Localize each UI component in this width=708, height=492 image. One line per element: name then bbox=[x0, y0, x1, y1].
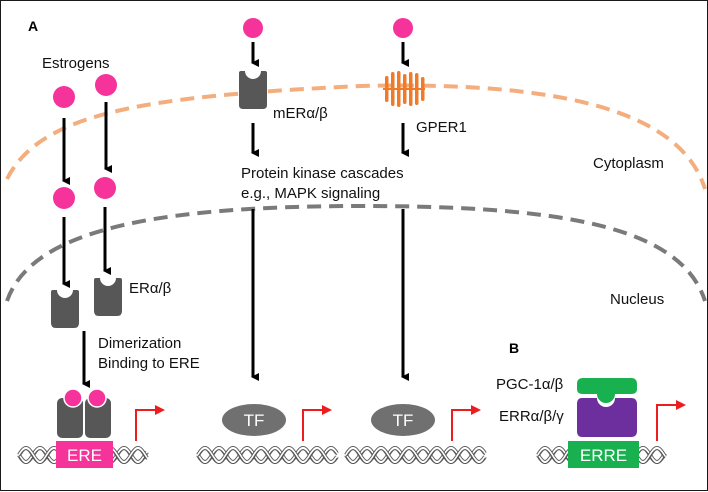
err-receptor-icon bbox=[577, 398, 637, 437]
transcription-start-arrow-icon bbox=[451, 405, 481, 441]
pgc1-coactivator-icon bbox=[577, 378, 637, 403]
panel-label-b: B bbox=[509, 340, 519, 356]
err-label: ERRα/β/γ bbox=[499, 408, 564, 425]
membrane-er-label: mERα/β bbox=[273, 105, 328, 122]
estrogen-molecule bbox=[53, 187, 75, 209]
transcription-factor bbox=[222, 404, 286, 436]
panel-label-a: A bbox=[28, 18, 38, 34]
nuclear-membrane bbox=[5, 203, 707, 302]
nucleus-label: Nucleus bbox=[610, 291, 664, 308]
gper1-receptor-icon bbox=[383, 71, 425, 107]
er-receptor-icon bbox=[94, 278, 122, 316]
tf-label: TF bbox=[244, 411, 265, 430]
pgc1-label: PGC-1α/β bbox=[496, 376, 564, 393]
dna-strand bbox=[345, 449, 486, 465]
membrane-er-receptor-icon bbox=[239, 71, 267, 109]
estrogen-molecule bbox=[94, 177, 116, 199]
mapk-signaling-label: e.g., MAPK signaling bbox=[241, 185, 380, 202]
er-receptor-icon bbox=[57, 398, 83, 438]
dimerization-label: Dimerization bbox=[98, 335, 181, 352]
binding-ere-label: Binding to ERE bbox=[98, 355, 200, 372]
estrogen-molecule bbox=[53, 86, 75, 108]
erre-label: ERRE bbox=[580, 446, 627, 465]
estrogen-molecule bbox=[95, 74, 117, 96]
erre-box bbox=[568, 441, 639, 468]
er-receptor-icon bbox=[85, 398, 111, 438]
dna-strand bbox=[345, 446, 486, 464]
gper1-label: GPER1 bbox=[416, 119, 467, 136]
estrogen-molecule bbox=[243, 18, 263, 38]
tf-label: TF bbox=[393, 411, 414, 430]
transcription-start-arrow-icon bbox=[135, 405, 165, 441]
ere-label: ERE bbox=[67, 446, 102, 465]
ere-box bbox=[56, 441, 113, 468]
transcription-start-arrow-icon bbox=[656, 400, 686, 441]
kinase-cascade-label: Protein kinase cascades bbox=[241, 165, 404, 182]
estrogens-label: Estrogens bbox=[42, 55, 110, 72]
estrogen-molecule bbox=[87, 388, 107, 408]
er-receptor-icon bbox=[51, 290, 79, 328]
er-dimer bbox=[57, 388, 111, 438]
dna-strand bbox=[197, 449, 338, 465]
estrogen-molecule bbox=[393, 18, 413, 38]
estrogen-molecule bbox=[63, 388, 83, 408]
cytoplasm-label: Cytoplasm bbox=[593, 155, 664, 172]
dna-strand bbox=[197, 446, 338, 464]
transcription-factor bbox=[371, 404, 435, 436]
transcription-start-arrow-icon bbox=[302, 405, 332, 441]
er-alpha-beta-label: ERα/β bbox=[129, 280, 172, 297]
